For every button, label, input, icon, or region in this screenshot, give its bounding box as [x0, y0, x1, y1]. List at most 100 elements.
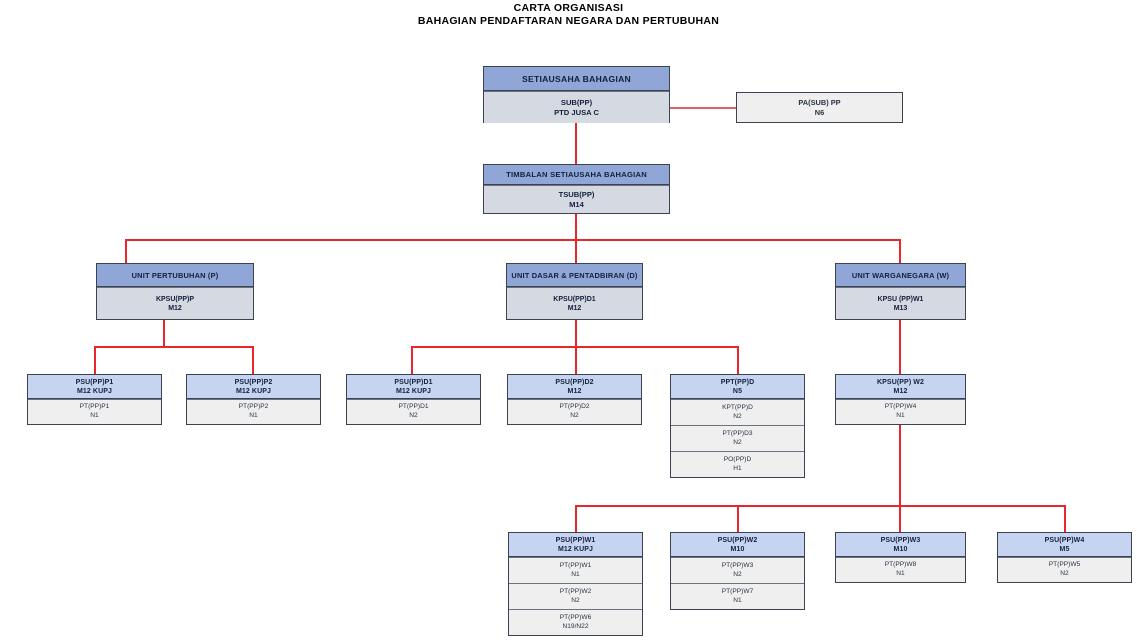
connector-drop-psu-w3	[899, 505, 901, 533]
header-title: PSU(PP)D1	[394, 378, 433, 386]
connector-drop-unit-warganegara	[899, 239, 901, 264]
connector-drop-psu-w2	[737, 505, 739, 533]
header-title: PPT(PP)D	[720, 378, 755, 386]
row-title: KPSU(PP)P	[155, 295, 195, 303]
connector-bottom-bus	[575, 505, 1065, 507]
node-unit-pertubuhan[interactable]: UNIT PERTUBUHAN (P) KPSU(PP)P M12	[96, 263, 254, 320]
row-title: PO(PP)D	[723, 455, 752, 463]
connector-kpsu-w2-down	[899, 424, 901, 506]
node-psu-pp-w2[interactable]: PSU(PP)W2 M10 PT(PP)W3 N2 PT(PP)W7 N1	[670, 532, 805, 610]
row-grade: N1	[571, 570, 580, 578]
node-row: SUB(PP) PTD JUSA C	[484, 91, 669, 123]
node-header: PSU(PP)D2 M12	[508, 375, 641, 399]
node-row: PT(PP)W7 N1	[671, 583, 804, 609]
node-row: PT(PP)W6 N19/N22	[509, 609, 642, 635]
header-title: PSU(PP)D2	[555, 378, 594, 386]
connector-drop-psu-p1	[94, 346, 96, 374]
row-grade: N1	[896, 570, 905, 577]
node-timbalan-setiausaha-bahagian[interactable]: TIMBALAN SETIAUSAHA BAHAGIAN TSUB(PP) M1…	[483, 164, 670, 214]
connector-drop-ppt-d	[737, 346, 739, 374]
row-title: KPSU (PP)W1	[877, 295, 924, 303]
chart-title-line-2: BAHAGIAN PENDAFTARAN NEGARA DAN PERTUBUH…	[417, 15, 720, 27]
row-grade: N6	[814, 107, 825, 117]
row-title: PT(PP)W2	[559, 587, 592, 595]
row-grade: N19/N22	[562, 622, 589, 630]
connector-tsub-down	[575, 213, 577, 240]
row-title: PT(PP)W4	[884, 403, 917, 411]
node-header: PSU(PP)W4 M5	[998, 533, 1131, 557]
node-header: TIMBALAN SETIAUSAHA BAHAGIAN	[484, 165, 669, 185]
header-grade: M10	[730, 545, 745, 553]
node-psu-pp-d2[interactable]: PSU(PP)D2 M12 PT(PP)D2 N2	[507, 374, 642, 425]
connector-drop-unit-pertubuhan	[125, 239, 127, 264]
header-grade: M12 KUPJ	[235, 387, 272, 395]
connector-drop-psu-p2	[252, 346, 254, 374]
header-title: KPSU(PP) W2	[877, 378, 924, 386]
row-title: PT(PP)W7	[721, 587, 754, 595]
node-row: PT(PP)W5 N2	[998, 557, 1131, 582]
node-header: KPSU(PP) W2 M12	[836, 375, 965, 399]
node-psu-pp-w3[interactable]: PSU(PP)W3 M10 PT(PP)W8 N1	[835, 532, 966, 583]
header-grade: M12 KUPJ	[395, 387, 432, 395]
header-title: PSU(PP)P2	[234, 378, 273, 386]
node-unit-warganegara[interactable]: UNIT WARGANEGARA (W) KPSU (PP)W1 M13	[835, 263, 966, 320]
header-title: PSU(PP)W2	[717, 536, 758, 544]
node-row: KPT(PP)D N2	[671, 399, 804, 425]
row-grade: N2	[1060, 570, 1069, 577]
row-grade: N2	[733, 570, 742, 578]
node-row: TSUB(PP) M14	[484, 185, 669, 213]
connector-drop-unit-dasar	[575, 239, 577, 264]
node-row: PO(PP)D H1	[671, 451, 804, 477]
header-grade: N5	[732, 387, 743, 395]
node-psu-pp-p1[interactable]: PSU(PP)P1 M12 KUPJ PT(PP)P1 N1	[27, 374, 162, 425]
row-grade: N2	[409, 412, 418, 419]
row-grade: N2	[571, 596, 580, 604]
node-psu-pp-p2[interactable]: PSU(PP)P2 M12 KUPJ PT(PP)P2 N1	[186, 374, 321, 425]
connector-drop-psu-w1	[575, 505, 577, 533]
node-psu-pp-w4[interactable]: PSU(PP)W4 M5 PT(PP)W5 N2	[997, 532, 1132, 583]
connector-sub-to-tsub	[575, 123, 577, 165]
row-grade: M13	[893, 304, 908, 312]
header-grade: M12 KUPJ	[557, 545, 594, 553]
row-title: KPSU(PP)D1	[553, 295, 596, 303]
node-row: KPSU(PP)P M12	[97, 287, 253, 319]
node-row: PT(PP)P1 N1	[28, 399, 161, 424]
node-row: PT(PP)W1 N1	[509, 557, 642, 583]
row-title: SUB(PP)	[560, 97, 593, 107]
node-header: PSU(PP)P2 M12 KUPJ	[187, 375, 320, 399]
node-psu-pp-d1[interactable]: PSU(PP)D1 M12 KUPJ PT(PP)D1 N2	[346, 374, 481, 425]
node-header: PPT(PP)D N5	[671, 375, 804, 399]
node-psu-pp-w1[interactable]: PSU(PP)W1 M12 KUPJ PT(PP)W1 N1 PT(PP)W2 …	[508, 532, 643, 636]
node-header: PSU(PP)W1 M12 KUPJ	[509, 533, 642, 557]
header-grade: M12	[567, 387, 582, 395]
row-title: PT(PP)W1	[559, 561, 592, 569]
row-grade: N2	[570, 412, 579, 419]
node-row: PT(PP)P2 N1	[187, 399, 320, 424]
row-grade: N2	[733, 438, 742, 446]
node-row: PT(PP)W3 N2	[671, 557, 804, 583]
chart-title-line-1: CARTA ORGANISASI	[513, 2, 624, 14]
row-title: PT(PP)D2	[559, 403, 590, 411]
node-row: PT(PP)D2 N2	[508, 399, 641, 424]
row-grade: M14	[569, 199, 584, 209]
row-title: PT(PP)W8	[884, 561, 917, 569]
node-unit-dasar-pentadbiran[interactable]: UNIT DASAR & PENTADBIRAN (D) KPSU(PP)D1 …	[506, 263, 643, 320]
node-pa-sub[interactable]: PA(SUB) PP N6	[736, 92, 903, 123]
row-grade: M12	[567, 304, 582, 312]
connector-dasar-down	[575, 320, 577, 347]
node-setiausaha-bahagian[interactable]: SETIAUSAHA BAHAGIAN SUB(PP) PTD JUSA C	[483, 66, 670, 123]
header-title: PSU(PP)W1	[555, 536, 596, 544]
row-title: PT(PP)W6	[559, 613, 592, 621]
connector-drop-psu-w4	[1064, 505, 1066, 533]
header-grade: M12	[893, 387, 908, 395]
node-ppt-pp-d[interactable]: PPT(PP)D N5 KPT(PP)D N2 PT(PP)D3 N2 PO(P…	[670, 374, 805, 478]
node-row: KPSU(PP)D1 M12	[507, 287, 642, 319]
connector-drop-psu-d2	[575, 346, 577, 374]
row-title: PA(SUB) PP	[798, 97, 841, 107]
row-title: PT(PP)D1	[398, 403, 429, 411]
node-kpsu-pp-w2[interactable]: KPSU(PP) W2 M12 PT(PP)W4 N1	[835, 374, 966, 425]
node-row: PT(PP)D3 N2	[671, 425, 804, 451]
node-row: KPSU (PP)W1 M13	[836, 287, 965, 319]
header-title: PSU(PP)W3	[880, 536, 921, 544]
